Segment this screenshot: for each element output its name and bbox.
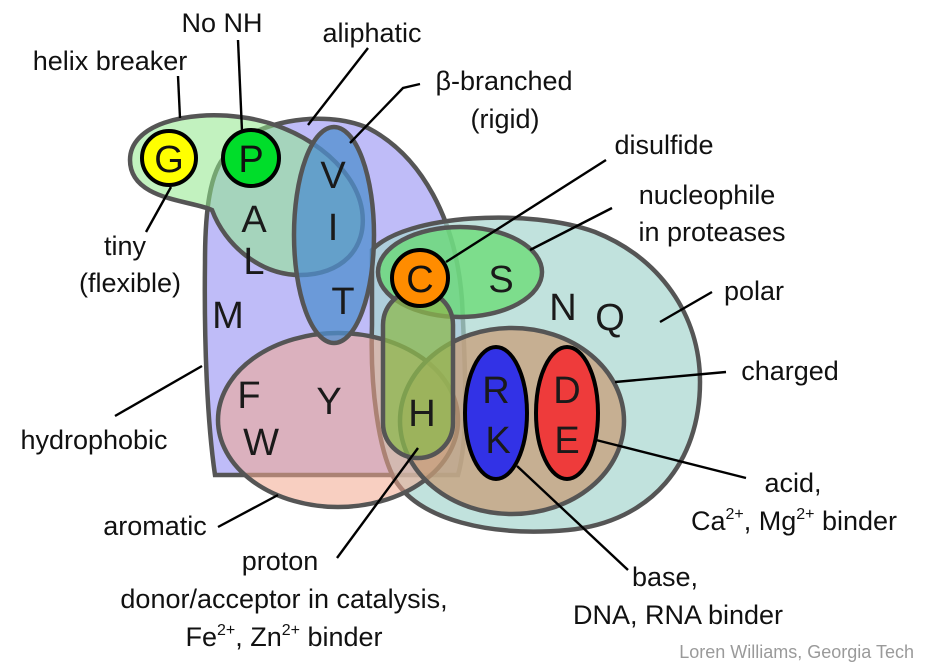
label-dna-rna-binder: DNA, RNA binder bbox=[573, 600, 783, 630]
leader-lines bbox=[114, 39, 747, 571]
label-base: base, bbox=[632, 562, 698, 592]
glycine-badge bbox=[140, 129, 198, 187]
leader-aliphatic bbox=[307, 47, 369, 126]
aa-n: N bbox=[549, 287, 576, 329]
label-proton: proton bbox=[242, 546, 319, 576]
beta-branched-region bbox=[291, 124, 377, 346]
aa-l: L bbox=[243, 241, 264, 283]
proline-badge bbox=[221, 128, 281, 188]
credit-text: Loren Williams, Georgia Tech bbox=[679, 642, 914, 662]
aa-y: Y bbox=[316, 381, 341, 423]
basic-badge bbox=[463, 345, 529, 481]
leader-proton bbox=[336, 447, 419, 559]
leader-tiny bbox=[144, 186, 173, 233]
label-tiny: tiny bbox=[104, 231, 147, 261]
acidic-badge bbox=[534, 345, 600, 481]
leader-polar bbox=[659, 290, 713, 324]
cysteine-badge bbox=[390, 248, 450, 308]
label-proton-binder: Fe2+, Zn2+ binder bbox=[185, 622, 382, 652]
label-helix-breaker: helix breaker bbox=[33, 46, 188, 76]
label-rigid: (rigid) bbox=[470, 104, 539, 134]
label-nucleophile: nucleophile bbox=[639, 180, 776, 210]
leader-disulfide bbox=[445, 158, 607, 264]
aa-f: F bbox=[237, 375, 260, 417]
aa-e: E bbox=[554, 420, 579, 462]
label-charged: charged bbox=[741, 356, 839, 386]
aa-g: G bbox=[154, 139, 184, 181]
leader-base bbox=[516, 465, 629, 571]
leader-charged bbox=[614, 370, 727, 384]
aa-r: R bbox=[482, 370, 509, 412]
aa-v: V bbox=[320, 155, 346, 197]
label-acid-binder: Ca2+, Mg2+ binder bbox=[691, 506, 897, 536]
label-aliphatic: aliphatic bbox=[322, 18, 421, 48]
aa-c: C bbox=[406, 259, 433, 301]
aa-m: M bbox=[212, 295, 244, 337]
label-hydrophobic: hydrophobic bbox=[20, 425, 167, 455]
label-disulfide: disulfide bbox=[614, 130, 713, 160]
label-no-nh: No NH bbox=[181, 8, 262, 38]
leader-hydrophobic bbox=[114, 364, 203, 418]
label-beta-branched: β-branched bbox=[435, 66, 572, 96]
aa-a: A bbox=[241, 199, 267, 241]
aa-w: W bbox=[243, 422, 279, 464]
leader-acid bbox=[595, 438, 747, 480]
annotation-labels: No NH aliphatic helix breaker β-branched… bbox=[20, 8, 897, 652]
aa-t: T bbox=[331, 281, 354, 323]
aa-k: K bbox=[485, 420, 510, 462]
aa-q: Q bbox=[595, 297, 625, 339]
label-donor-acceptor: donor/acceptor in catalysis, bbox=[120, 584, 447, 614]
aa-s: S bbox=[488, 259, 513, 301]
aa-p: P bbox=[238, 139, 263, 181]
label-flexible: (flexible) bbox=[79, 268, 181, 298]
label-polar: polar bbox=[724, 276, 784, 306]
leader-aromatic bbox=[217, 493, 279, 529]
label-aromatic: aromatic bbox=[103, 511, 207, 541]
leader-no-nh bbox=[236, 39, 244, 132]
aa-h: H bbox=[408, 393, 435, 435]
aa-i: I bbox=[328, 207, 339, 249]
aa-d: D bbox=[553, 370, 580, 412]
amino-acid-badges bbox=[140, 128, 600, 481]
leader-nucleophile bbox=[529, 206, 613, 252]
label-acid: acid, bbox=[764, 468, 821, 498]
label-in-proteases: in proteases bbox=[638, 217, 785, 247]
leader-helix-breaker bbox=[176, 75, 182, 119]
amino-acid-letters: G P V I A L M T C S N Q F W Y H R K D E bbox=[154, 139, 625, 464]
leader-beta-branched bbox=[349, 82, 421, 144]
